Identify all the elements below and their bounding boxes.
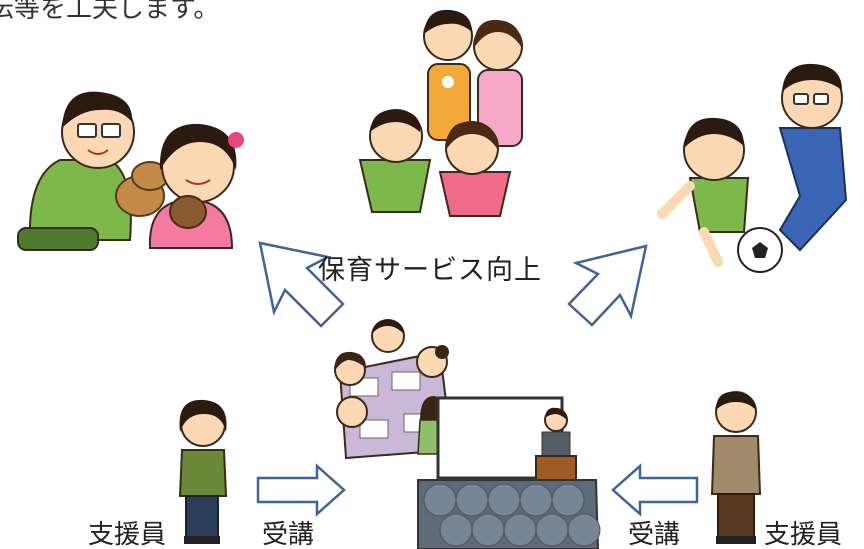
- support-staff-man-illustration: [710, 391, 762, 544]
- label-left-support-staff: 支援員: [88, 520, 167, 549]
- training-session-illustration: [334, 319, 601, 549]
- father-daughter-playing-illustration: [17, 91, 244, 251]
- arrow-left-into-training: [611, 463, 699, 517]
- arrow-right-into-training: [256, 463, 346, 517]
- support-staff-woman-illustration: [178, 399, 228, 544]
- header-partial-text: 伝等を工夫します。: [0, 0, 220, 24]
- label-left-attend: 受講: [262, 520, 315, 549]
- arrow-up-right: [567, 244, 648, 327]
- arrow-up-left: [258, 241, 345, 328]
- center-label-service-improvement: 保育サービス向上: [318, 255, 542, 286]
- caregivers-and-children-illustration: [358, 9, 523, 217]
- label-right-attend: 受講: [628, 520, 681, 549]
- soccer-father-son-illustration: [657, 63, 848, 273]
- label-right-support-staff: 支援員: [764, 520, 843, 549]
